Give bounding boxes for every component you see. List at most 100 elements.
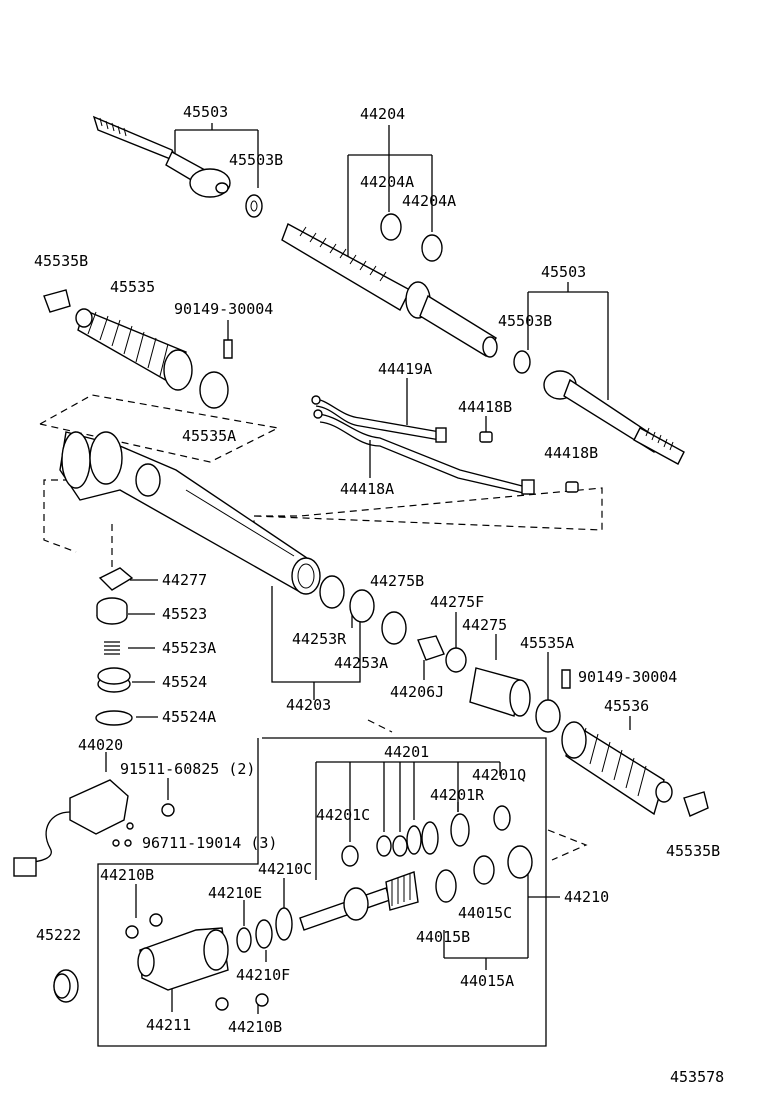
label-44210f: 44210F (236, 966, 290, 984)
ring-44210c (275, 907, 293, 941)
plug-45524 (97, 667, 131, 693)
sleeve-44275 (469, 667, 531, 717)
label-45536: 45536 (604, 697, 649, 715)
label-45503-right: 45503 (541, 263, 586, 281)
label-44206j: 44206J (390, 683, 444, 701)
label-44418b-1: 44418B (458, 398, 512, 416)
nut-96711-c (124, 839, 132, 847)
rack-bar (281, 223, 498, 358)
label-44275b: 44275B (370, 572, 424, 590)
nut-96711-b (112, 839, 120, 847)
ring-44275f (445, 647, 467, 673)
label-96711: 96711-19014 (3) (142, 834, 277, 852)
label-44204a-1: 44204A (360, 173, 414, 191)
ring-44204a-2 (421, 234, 443, 262)
label-44204: 44204 (360, 105, 405, 123)
label-44253a: 44253A (334, 654, 388, 672)
clamp-45535a-mid (535, 699, 561, 733)
label-45535: 45535 (110, 278, 155, 296)
label-44418a: 44418A (340, 480, 394, 498)
part-labels: 45503 45503B 44204 44204A 44204A 45535B … (34, 103, 724, 1086)
cap-44418b-2 (565, 481, 579, 493)
bellows-boot-left (75, 308, 193, 391)
label-44201c: 44201C (316, 806, 370, 824)
seal-44253r (319, 575, 345, 609)
label-44253r: 44253R (292, 630, 347, 648)
plug-44210b-2 (149, 913, 163, 927)
seal-44253a (349, 589, 375, 623)
label-44201r: 44201R (430, 786, 485, 804)
label-45523: 45523 (162, 605, 207, 623)
label-44210c: 44210C (258, 860, 312, 878)
label-90149-mid: 90149-30004 (578, 668, 677, 686)
yoke-45523 (96, 597, 128, 625)
label-45535a-top: 45535A (182, 427, 236, 445)
label-44020: 44020 (78, 736, 123, 754)
label-44203: 44203 (286, 696, 331, 714)
label-45535a-mid: 45535A (520, 634, 574, 652)
label-45503-top: 45503 (183, 103, 228, 121)
clip-45535b-left (43, 289, 71, 313)
bolt-91511 (161, 803, 175, 817)
label-45524a: 45524A (162, 708, 216, 726)
ring-44015c (473, 855, 495, 885)
tie-rod-right (513, 350, 685, 465)
label-44201q: 44201Q (472, 766, 526, 784)
label-44210b-bottom: 44210B (228, 1018, 282, 1036)
label-45523a: 45523A (162, 639, 216, 657)
bearing-44210f (255, 919, 273, 949)
label-45503b-top: 45503B (229, 151, 283, 169)
plug-44210b-1 (125, 925, 139, 939)
plug-44210b-4 (255, 993, 269, 1007)
label-44015b: 44015B (416, 928, 470, 946)
leader-lines (97, 123, 631, 1047)
label-45524: 45524 (162, 673, 207, 691)
bolt-90149-mid (561, 669, 571, 689)
label-91511: 91511-60825 (2) (120, 760, 255, 778)
label-44210: 44210 (564, 888, 609, 906)
cap-45222 (53, 969, 79, 1003)
label-45535b-bottom: 45535B (666, 842, 720, 860)
label-44211: 44211 (146, 1016, 191, 1034)
plug-44277 (98, 567, 134, 591)
sensor-44020 (13, 779, 129, 877)
plug-44210b-3 (215, 997, 229, 1011)
label-45503b-right: 45503B (498, 312, 552, 330)
label-44275f: 44275F (430, 593, 484, 611)
hydraulic-pipes (311, 395, 535, 495)
label-45222: 45222 (36, 926, 81, 944)
cap-44418b-1 (479, 431, 493, 443)
label-44419a: 44419A (378, 360, 432, 378)
ring-44015b (435, 869, 457, 903)
nut-45524a (95, 710, 133, 726)
label-44201: 44201 (384, 743, 429, 761)
pinion-shaft (299, 871, 419, 931)
bellows-boot-right (561, 721, 673, 816)
seal-set-44201 (341, 805, 511, 867)
label-44275: 44275 (462, 616, 507, 634)
tie-rod-left (92, 115, 231, 198)
label-90149-top: 90149-30004 (174, 300, 273, 318)
label-44418b-2: 44418B (544, 444, 598, 462)
bolt-90149-top (223, 339, 233, 359)
part-44206j (417, 635, 445, 661)
label-45535b-top: 45535B (34, 252, 88, 270)
seal-44210e (236, 927, 252, 953)
diagram-number: 453578 (670, 1068, 724, 1086)
label-44204a-2: 44204A (402, 192, 456, 210)
spring-45523a (104, 641, 120, 655)
label-44210e: 44210E (208, 884, 262, 902)
rack-housing (59, 431, 321, 595)
clamp-45535a (199, 371, 229, 409)
label-44015c: 44015C (458, 904, 512, 922)
washer-45503b-left (245, 194, 263, 218)
label-44277: 44277 (162, 571, 207, 589)
valve-housing-44211 (137, 927, 229, 991)
label-44015a: 44015A (460, 972, 514, 990)
bearing-44015a (507, 845, 533, 879)
bush-44275b (381, 611, 407, 645)
label-44210b-top: 44210B (100, 866, 154, 884)
nut-96711-a (126, 822, 134, 830)
